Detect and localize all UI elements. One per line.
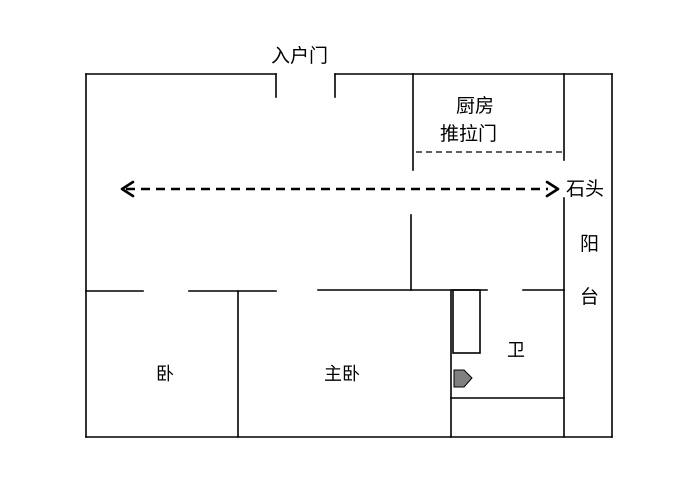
bathroom-fixture-rect bbox=[452, 289, 481, 354]
bathroom-fixture-pentagon bbox=[453, 369, 473, 388]
label-balcony-1: 阳 bbox=[580, 233, 599, 255]
label-stone: 石头 bbox=[566, 178, 604, 200]
label-master-bedroom: 主卧 bbox=[324, 364, 360, 385]
label-balcony-2: 台 bbox=[580, 286, 599, 308]
label-bathroom: 卫 bbox=[507, 340, 525, 361]
label-bedroom: 卧 bbox=[156, 364, 174, 385]
airflow-arrow-head-left bbox=[120, 180, 135, 198]
label-entrance-door: 入户门 bbox=[271, 45, 328, 67]
airflow-arrow-head-right bbox=[545, 180, 560, 198]
label-sliding-door: 推拉门 bbox=[440, 123, 497, 145]
label-kitchen: 厨房 bbox=[456, 95, 494, 117]
